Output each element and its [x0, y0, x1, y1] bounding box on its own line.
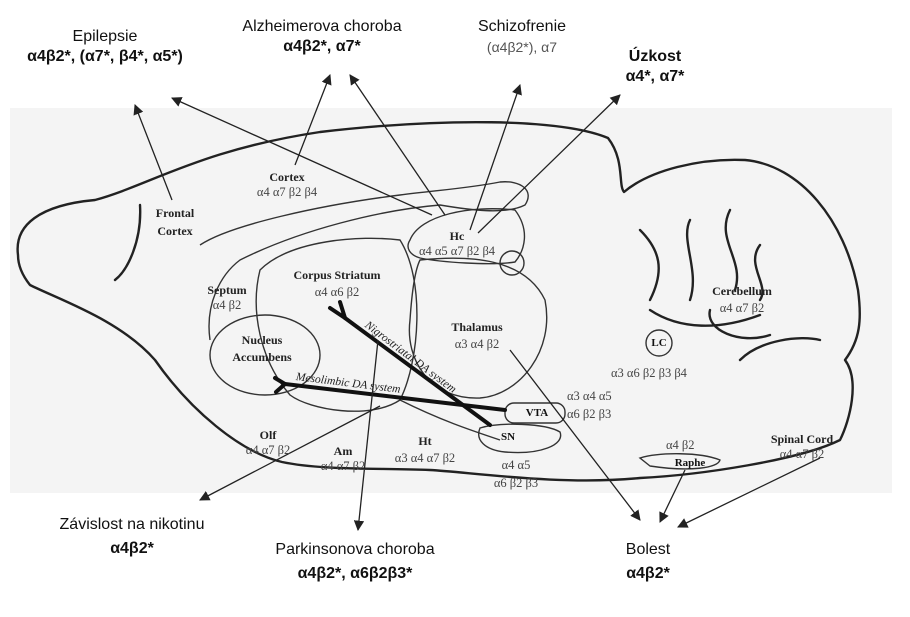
frontal-cortex-line1: Frontal	[156, 206, 194, 221]
hc-name: Hc	[419, 229, 495, 244]
cortex-receptors: α4 α7 β2 β4	[257, 185, 317, 200]
spinal-cord-receptors: α4 α7 β2	[771, 447, 833, 462]
nicotine-name: Závislost na nikotinu	[60, 515, 205, 535]
parkinson-name: Parkinsonova choroba	[275, 540, 434, 560]
label-parkinson: Parkinsonova choroba α4β2*, α6β2β3*	[275, 540, 434, 584]
region-thalamus: Thalamus α3 α4 β2	[451, 320, 502, 352]
lc-name: LC	[651, 337, 666, 349]
label-anxiety: Úzkost α4*, α7*	[626, 47, 685, 87]
cerebellum-name: Cerebellum	[712, 284, 772, 299]
vta-name: VTA	[526, 407, 548, 419]
nicotine-receptors: α4β2*	[60, 539, 205, 559]
pain-receptors: α4β2*	[626, 564, 670, 584]
label-schizophrenia: Schizofrenie (α4β2*), α7	[478, 17, 566, 57]
lc-receptors: α3 α6 β2 β3 β4	[611, 366, 687, 381]
cortex-name: Cortex	[257, 170, 317, 185]
schizophrenia-name: Schizofrenie	[478, 17, 566, 37]
ht-name: Ht	[395, 434, 455, 449]
label-epilepsy: Epilepsie α4β2*, (α7*, β4*, α5*)	[27, 27, 183, 67]
sn-name: SN	[501, 431, 515, 443]
region-septum: Septum α4 β2	[207, 283, 246, 313]
region-olf: Olf α4 α7 β2	[246, 428, 290, 458]
region-sn-receptors: α4 α5 α6 β2 β3	[494, 458, 538, 491]
nucleus-accumbens-line2: Accumbens	[232, 350, 291, 365]
sn-receptors-line2: α6 β2 β3	[494, 476, 538, 491]
region-hc: Hc α4 α5 α7 β2 β4	[419, 229, 495, 259]
am-receptors: α4 α7 β2	[321, 459, 365, 474]
hc-receptors: α4 α5 α7 β2 β4	[419, 244, 495, 259]
olf-receptors: α4 α7 β2	[246, 443, 290, 458]
am-name: Am	[321, 444, 365, 459]
sn-receptors-line1: α4 α5	[494, 458, 538, 473]
region-cerebellum: Cerebellum α4 α7 β2	[712, 284, 772, 316]
spinal-cord-name: Spinal Cord	[771, 432, 833, 447]
corpus-striatum-name: Corpus Striatum	[293, 268, 380, 283]
parkinson-receptors: α4β2*, α6β2β3*	[275, 564, 434, 584]
label-alzheimer: Alzheimerova choroba α4β2*, α7*	[242, 17, 401, 57]
cerebellum-receptors: α4 α7 β2	[712, 301, 772, 316]
anxiety-receptors: α4*, α7*	[626, 67, 685, 87]
septum-name: Septum	[207, 283, 246, 298]
vta-receptors-line2: α6 β2 β3	[567, 407, 611, 422]
epilepsy-receptors: α4β2*, (α7*, β4*, α5*)	[27, 47, 183, 67]
nucleus-accumbens-line1: Nucleus	[232, 333, 291, 348]
alzheimer-name: Alzheimerova choroba	[242, 17, 401, 37]
region-cortex: Cortex α4 α7 β2 β4	[257, 170, 317, 200]
label-pain: Bolest α4β2*	[626, 540, 670, 584]
region-am: Am α4 α7 β2	[321, 444, 365, 474]
pain-name: Bolest	[626, 540, 670, 560]
ht-receptors: α3 α4 α7 β2	[395, 451, 455, 466]
anxiety-name: Úzkost	[626, 47, 685, 67]
alzheimer-receptors: α4β2*, α7*	[242, 37, 401, 57]
epilepsy-name: Epilepsie	[27, 27, 183, 47]
septum-receptors: α4 β2	[207, 298, 246, 313]
region-nucleus-accumbens: Nucleus Accumbens	[232, 333, 291, 365]
vta-receptors-line1: α3 α4 α5	[567, 389, 612, 404]
corpus-striatum-receptors: α4 α6 β2	[293, 285, 380, 300]
region-spinal-cord: Spinal Cord α4 α7 β2	[771, 432, 833, 462]
region-ht: Ht α3 α4 α7 β2	[395, 434, 455, 466]
region-corpus-striatum: Corpus Striatum α4 α6 β2	[293, 268, 380, 300]
thalamus-name: Thalamus	[451, 320, 502, 335]
raphe-name: Raphe	[675, 457, 706, 469]
frontal-cortex-line2: Cortex	[156, 224, 194, 239]
region-frontal-cortex: Frontal Cortex	[156, 206, 194, 239]
olf-name: Olf	[246, 428, 290, 443]
label-nicotine: Závislost na nikotinu α4β2*	[60, 515, 205, 559]
schizophrenia-receptors: (α4β2*), α7	[478, 37, 566, 57]
thalamus-receptors: α3 α4 β2	[451, 337, 502, 352]
raphe-receptors: α4 β2	[666, 438, 695, 453]
